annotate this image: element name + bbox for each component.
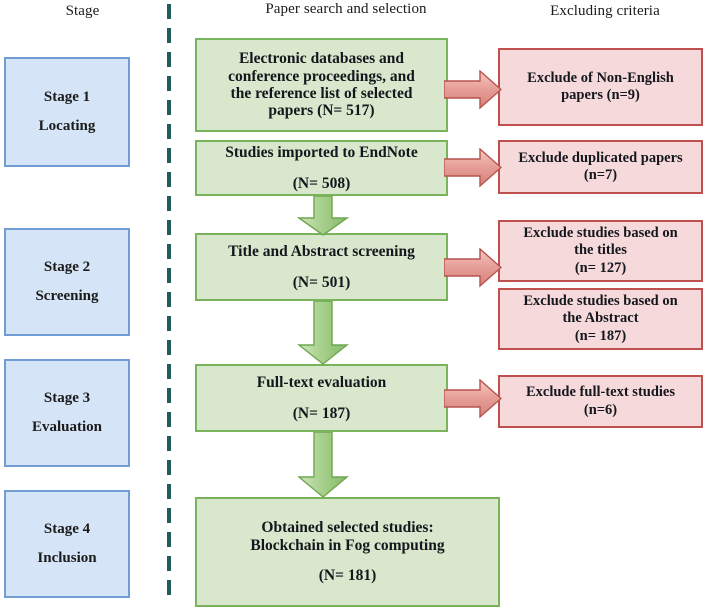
exclusion-box-titles-line-2: the titles: [574, 242, 627, 259]
process-box-included-line-2: Blockchain in Fog computing: [250, 536, 445, 554]
stage-box-1: Stage 1 Locating: [4, 57, 130, 167]
right-arrow-to-non-english: [444, 70, 502, 110]
process-box-included: Obtained selected studies: Blockchain in…: [195, 497, 500, 607]
stage-box-2-name: Screening: [35, 287, 99, 304]
process-box-screening-count: (N= 501): [292, 273, 351, 291]
process-box-fulltext-count: (N= 187): [292, 404, 351, 422]
stage-box-4-number: Stage 4: [43, 521, 91, 538]
right-arrow-to-duplicated: [444, 148, 502, 188]
process-box-sources-line-2: conference proceedings, and: [228, 67, 415, 85]
stage-box-1-name: Locating: [38, 117, 96, 134]
process-box-screening: Title and Abstract screening (N= 501): [195, 233, 448, 301]
process-box-included-line-1: Obtained selected studies:: [261, 519, 434, 537]
stage-box-3: Stage 3 Evaluation: [4, 359, 130, 467]
stage-box-3-name: Evaluation: [31, 418, 103, 435]
stage-box-2-number: Stage 2: [43, 259, 91, 276]
stage-box-3-number: Stage 3: [43, 390, 91, 407]
exclusion-box-abstract-line-2: the Abstract: [562, 310, 639, 327]
exclusion-box-duplicated-line-2: (n=7): [583, 167, 618, 183]
exclusion-box-duplicated: Exclude duplicated papers (n=7): [498, 140, 703, 194]
exclusion-box-fulltext-line-2: (n=6): [583, 401, 618, 418]
stage-box-4: Stage 4 Inclusion: [4, 490, 130, 598]
column-header-excluding: Excluding criteria: [550, 3, 660, 19]
process-box-sources-line-1: Electronic databases and: [238, 50, 405, 68]
down-arrow-screening-to-fulltext: [297, 301, 349, 365]
process-box-endnote-count: (N= 508): [292, 174, 351, 192]
exclusion-box-non-english: Exclude of Non-English papers (n=9): [498, 48, 703, 126]
exclusion-box-abstract-line-3: (n= 187): [574, 327, 627, 344]
process-box-sources-line-3: the reference list of selected: [230, 85, 413, 102]
exclusion-box-titles-line-1: Exclude studies based on: [523, 225, 678, 242]
exclusion-box-titles-line-3: (n= 127): [574, 259, 627, 276]
process-box-endnote-line-1: Studies imported to EndNote: [225, 144, 418, 162]
process-box-sources: Electronic databases and conference proc…: [195, 38, 448, 132]
process-box-sources-line-4: papers (N= 517): [268, 102, 375, 120]
exclusion-box-abstract: Exclude studies based on the Abstract (n…: [498, 288, 703, 350]
right-arrow-to-screening-exclusions: [444, 248, 502, 288]
stage-box-1-number: Stage 1: [43, 89, 91, 106]
process-box-fulltext-line-1: Full-text evaluation: [256, 374, 387, 392]
exclusion-box-abstract-line-1: Exclude studies based on: [523, 293, 678, 310]
down-arrow-endnote-to-screening: [297, 196, 349, 236]
right-arrow-to-fulltext-exclusions: [444, 379, 502, 419]
stage-box-4-name: Inclusion: [37, 549, 97, 566]
exclusion-box-duplicated-line-1: Exclude duplicated papers: [518, 149, 683, 166]
process-box-fulltext: Full-text evaluation (N= 187): [195, 364, 448, 432]
exclusion-box-fulltext: Exclude full-text studies (n=6): [498, 375, 703, 428]
process-box-endnote: Studies imported to EndNote (N= 508): [195, 140, 448, 196]
exclusion-box-non-english-line-1: Exclude of Non-English: [527, 69, 674, 86]
process-box-screening-line-1: Title and Abstract screening: [228, 243, 415, 261]
exclusion-box-titles: Exclude studies based on the titles (n= …: [498, 220, 703, 282]
column-header-stage: Stage: [65, 3, 100, 19]
exclusion-box-non-english-line-2: papers (n=9): [561, 87, 640, 103]
down-arrow-fulltext-to-included: [297, 432, 349, 498]
column-header-search: Paper search and selection: [265, 1, 427, 17]
vertical-dashed-divider: [167, 4, 171, 604]
stage-box-2: Stage 2 Screening: [4, 228, 130, 336]
process-box-included-count: (N= 181): [318, 567, 377, 585]
exclusion-box-fulltext-line-1: Exclude full-text studies: [525, 384, 676, 401]
